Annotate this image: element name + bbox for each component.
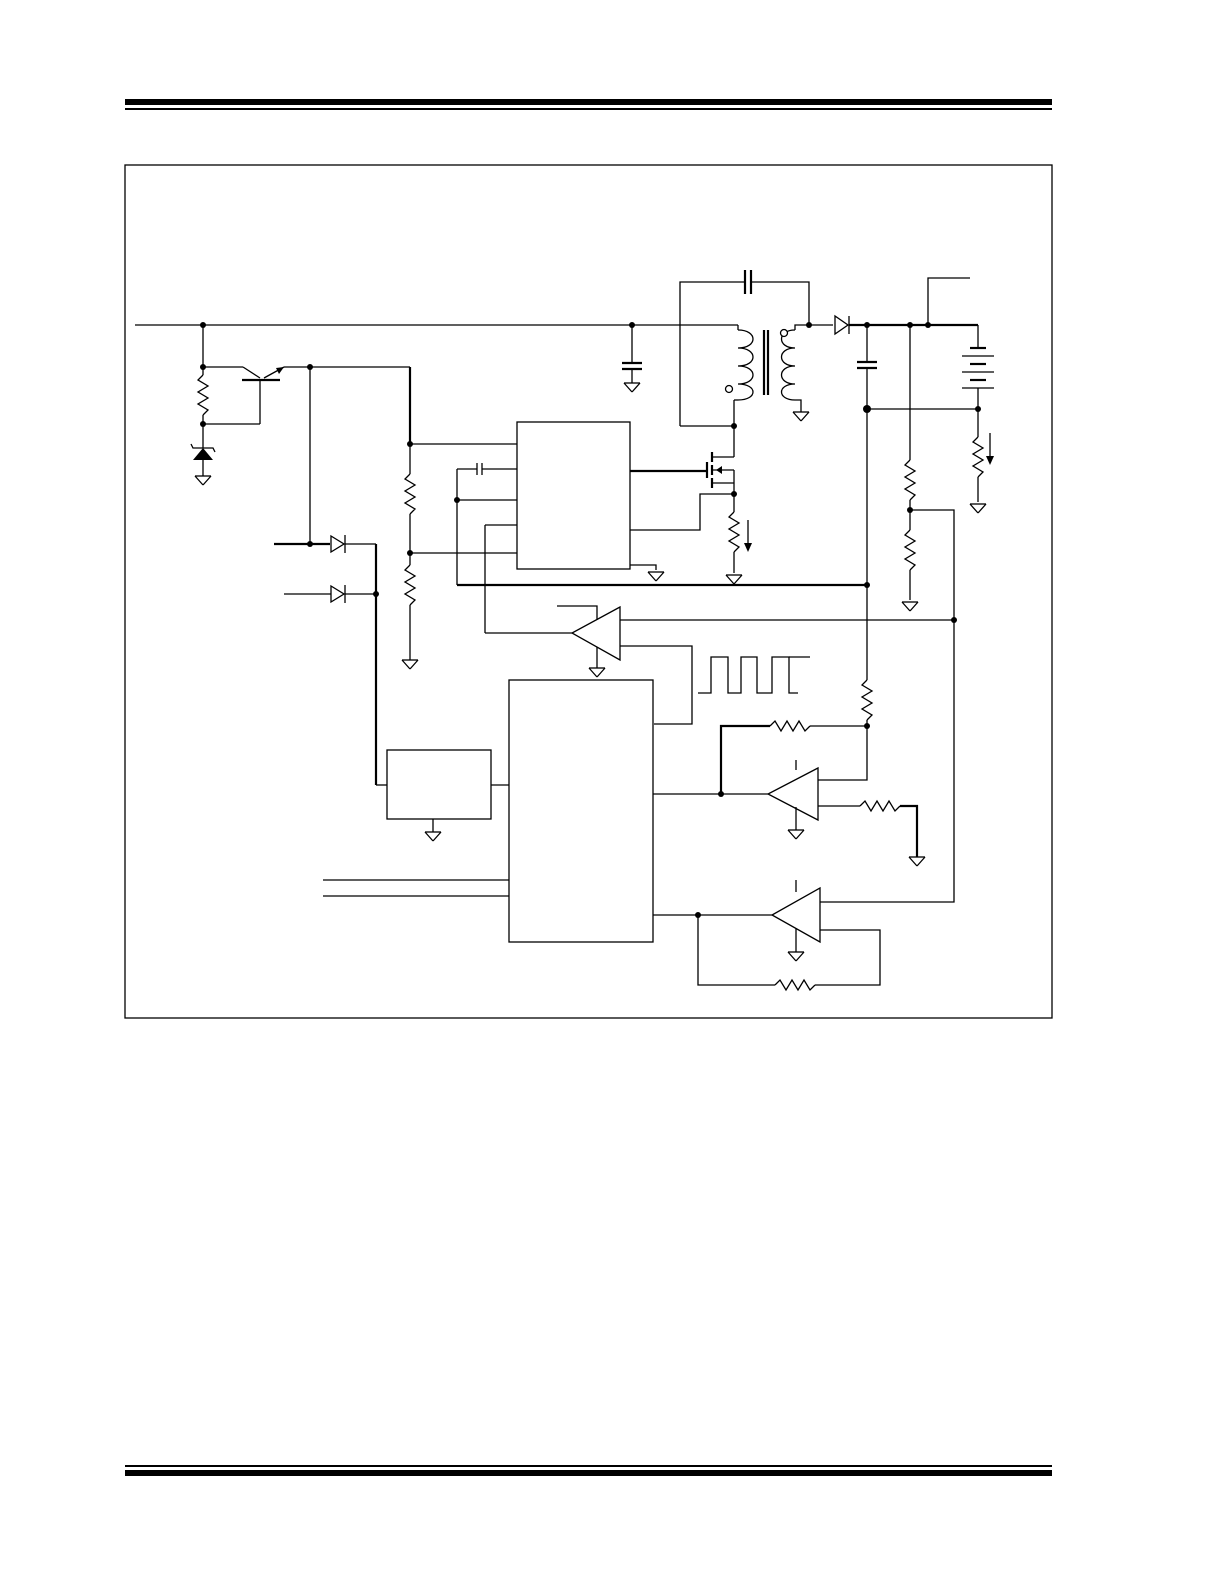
regulator-block: [386, 749, 492, 842]
output-rail: [834, 277, 978, 680]
error-amplifier: [557, 605, 954, 725]
voltage-sense-amplifier: [653, 880, 881, 992]
input-diodes: [274, 367, 387, 786]
mosfet-switch: [705, 400, 752, 585]
figure-frame: [124, 164, 1053, 1019]
footer-rule-thick: [125, 1470, 1052, 1476]
pwm-controller: [454, 421, 870, 634]
snubber-capacitor: [679, 270, 810, 427]
header-rule-thick: [125, 99, 1052, 105]
current-sense-amplifier: [653, 679, 926, 867]
zener-diode: [190, 424, 216, 486]
footer-rule-thin: [125, 1465, 1052, 1467]
battery: [962, 325, 994, 514]
microcontroller: [323, 679, 654, 943]
pass-transistor: [203, 364, 410, 425]
flyback-transformer: [724, 322, 833, 422]
pwm-waveform: [698, 656, 810, 694]
output-divider: [820, 325, 957, 903]
header-rule-thin: [125, 108, 1052, 110]
vdd-bus: [401, 367, 517, 670]
bias-resistor: [196, 325, 210, 427]
input-rail: [135, 322, 738, 328]
input-capacitor: [622, 325, 642, 393]
